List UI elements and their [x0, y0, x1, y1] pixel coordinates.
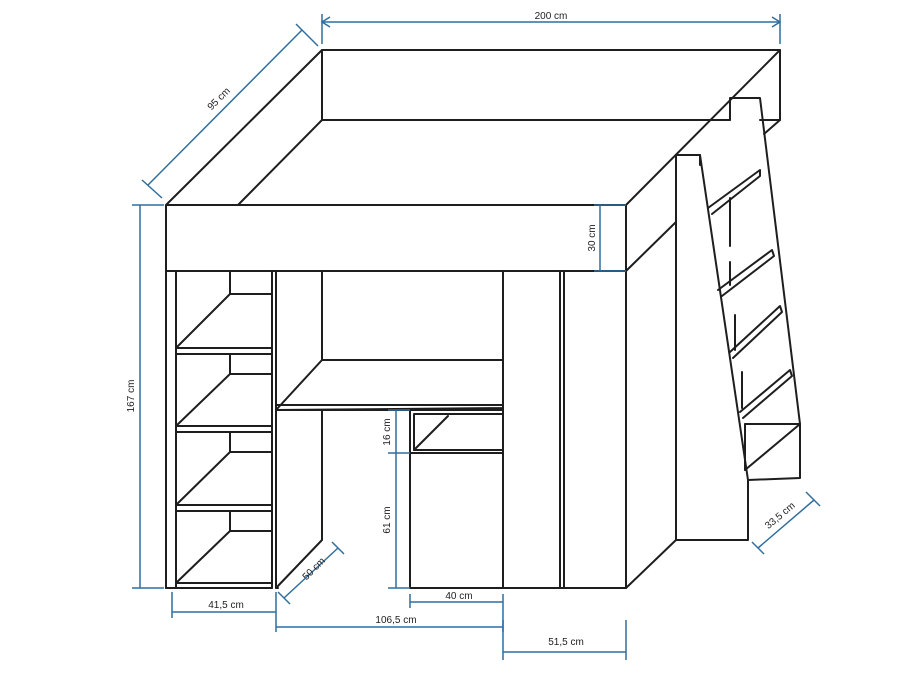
dim-label-33-5: 33,5 cm [763, 500, 797, 531]
dim-label-200: 200 cm [535, 11, 568, 22]
dim-label-51-5: 51,5 cm [548, 637, 584, 648]
staircase [675, 97, 801, 541]
dim-label-50: 50 cm [301, 556, 328, 583]
wardrobe [409, 270, 627, 589]
dim-label-106-5: 106,5 cm [375, 615, 416, 626]
bed-frame [165, 49, 781, 589]
dim-label-30: 30 cm [587, 224, 598, 251]
dim-label-40: 40 cm [445, 591, 472, 602]
dim-label-167: 167 cm [126, 380, 137, 413]
dim-label-61: 61 cm [382, 506, 393, 533]
dim-label-95: 95 cm [206, 86, 233, 113]
desk-cabinet [409, 409, 504, 589]
dimension-lines [132, 14, 821, 660]
dim-label-16: 16 cm [382, 418, 393, 445]
dim-label-41-5: 41,5 cm [208, 600, 244, 611]
shelf-unit [165, 270, 273, 589]
